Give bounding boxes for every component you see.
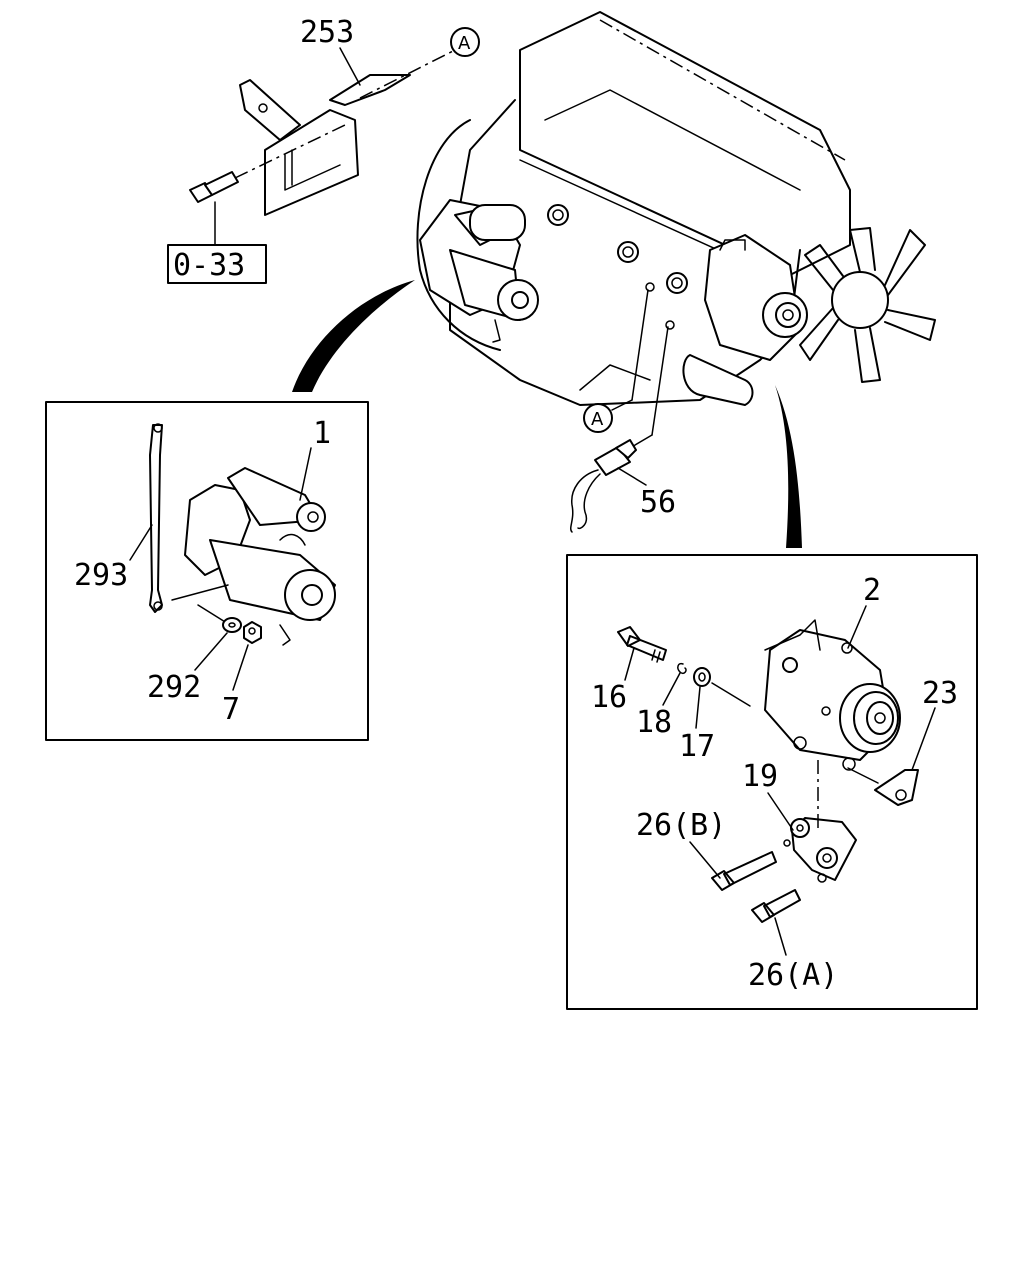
ref-a-sensor: A xyxy=(591,409,604,430)
callout-56: 56 xyxy=(640,485,676,520)
callout-0-33: 0-33 xyxy=(173,248,245,283)
starter-on-engine xyxy=(419,199,539,343)
callout-293: 293 xyxy=(74,558,128,593)
callout-19: 19 xyxy=(742,759,778,794)
callout-292: 292 xyxy=(147,670,201,705)
callout-16: 16 xyxy=(591,680,627,715)
detail-box-alternator xyxy=(566,554,978,1010)
callout-17: 17 xyxy=(679,729,715,764)
nut-7 xyxy=(243,621,262,644)
leader-arrow-right xyxy=(775,385,802,548)
sensor-56: A xyxy=(569,289,669,533)
battery-cable-293 xyxy=(149,424,163,613)
detail-box-starter xyxy=(45,401,369,741)
bolt-0-33 xyxy=(189,171,239,203)
ref-box-0-33 xyxy=(167,244,267,284)
bracket-23 xyxy=(874,769,919,806)
ref-a-top: A xyxy=(458,33,471,54)
washer-17 xyxy=(693,667,711,687)
callout-7: 7 xyxy=(222,692,240,727)
callout-18: 18 xyxy=(636,705,672,740)
callout-23: 23 xyxy=(922,676,958,711)
callout-1: 1 xyxy=(313,416,331,451)
callout-26b: 26(B) xyxy=(636,808,726,843)
lock-washer-18 xyxy=(677,662,687,675)
leader-arrow-left xyxy=(292,280,415,392)
starter-detail xyxy=(149,423,336,646)
callout-253: 253 xyxy=(300,15,354,50)
bolt-26b xyxy=(711,851,777,891)
callout-26a: 26(A) xyxy=(748,958,838,993)
ref-circle-a-sensor xyxy=(583,403,613,433)
callout-2: 2 xyxy=(863,573,881,608)
ref-circle-a-top xyxy=(450,27,480,57)
engine-block xyxy=(416,11,936,406)
bolt-26a xyxy=(751,889,801,923)
cooling-fan xyxy=(799,227,936,383)
alternator-on-engine xyxy=(704,234,808,361)
alternator-detail xyxy=(617,619,919,923)
washer-292 xyxy=(222,617,242,633)
bracket-253 xyxy=(189,49,456,216)
